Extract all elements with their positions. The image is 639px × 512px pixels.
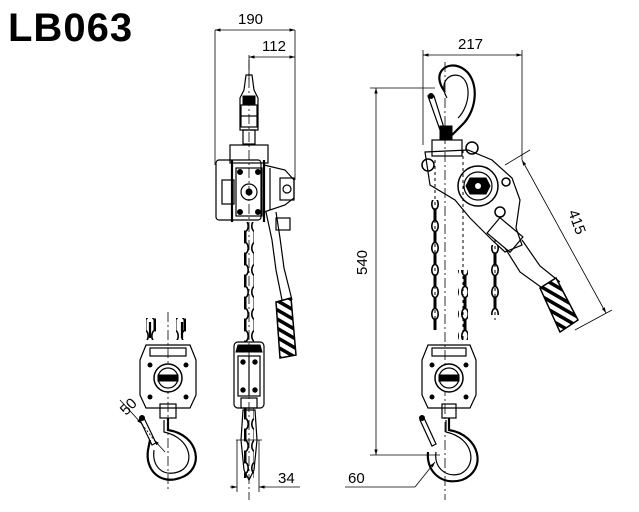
model-title: LB063	[8, 6, 134, 50]
dim-540: 540	[354, 250, 371, 275]
dim-217: 217	[458, 36, 483, 53]
dim-34: 34	[278, 470, 295, 487]
dim-415: 415	[564, 208, 589, 237]
dim-190: 190	[238, 11, 263, 28]
dim-60: 60	[348, 470, 365, 487]
front-view	[214, 28, 300, 500]
side-view	[345, 50, 613, 500]
dim-112: 112	[262, 38, 286, 55]
bottom-hook-detail	[119, 312, 197, 490]
dim-50: 50	[117, 395, 141, 419]
